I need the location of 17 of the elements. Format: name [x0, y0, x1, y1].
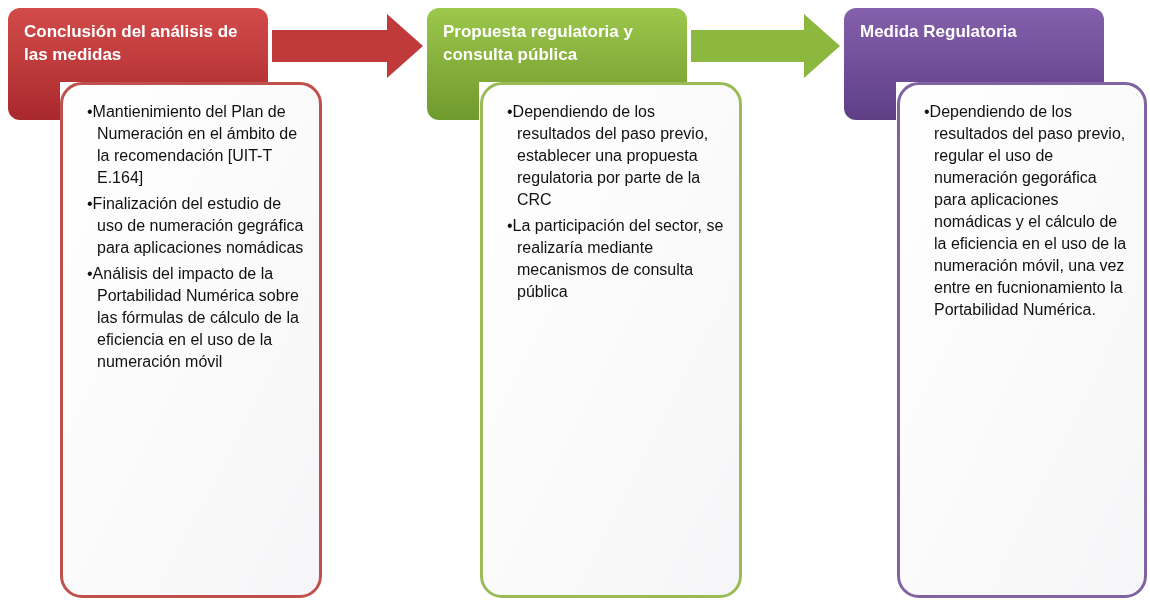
step-header-box	[8, 8, 268, 82]
step-detail-box	[480, 82, 742, 598]
step-detail-box	[60, 82, 322, 598]
step-title: Conclusión del análisis de las medidas	[24, 21, 239, 66]
bullet-item: •Mantienimiento del Plan de Numeración en el ámbito de la recomendación [UIT-T E.164]	[87, 102, 299, 188]
block-arrow	[691, 14, 840, 78]
block-arrow	[272, 14, 423, 78]
bullet-item: •Finalización del estudio de uso de numeración gegráfica para aplicaciones nomádicas	[87, 194, 305, 258]
step-title: Propuesta regulatoria y consulta pública	[443, 21, 634, 66]
bullet-item: •Análisis del impacto de la Portabilidad Numérica sobre las fórmulas de cálculo de la eficiencia en el uso de la numeración móvil	[87, 264, 300, 372]
bullet-item: •Dependiendo de los resultados del paso previo, regular el uso de numeración gegoráfica para aplicaciones nomádicas y el cálculo de la eficiencia en el uso de la numeración móvil, una vez entre en fucnionamiento la Portabilidad Numérica.	[924, 102, 1128, 320]
step-detail-box	[897, 82, 1147, 598]
step-header-box	[844, 8, 1104, 82]
bullet-item: •Dependiendo de los resultados del paso previo, establecer una propuesta regulatoria por parte de la CRC	[507, 102, 710, 210]
step-header-box	[427, 8, 687, 82]
bullet-item: •La participación del sector, se realizaría mediante mecanismos de consulta pública	[507, 216, 725, 302]
step-title: Medida Regulatoria	[860, 21, 1018, 43]
